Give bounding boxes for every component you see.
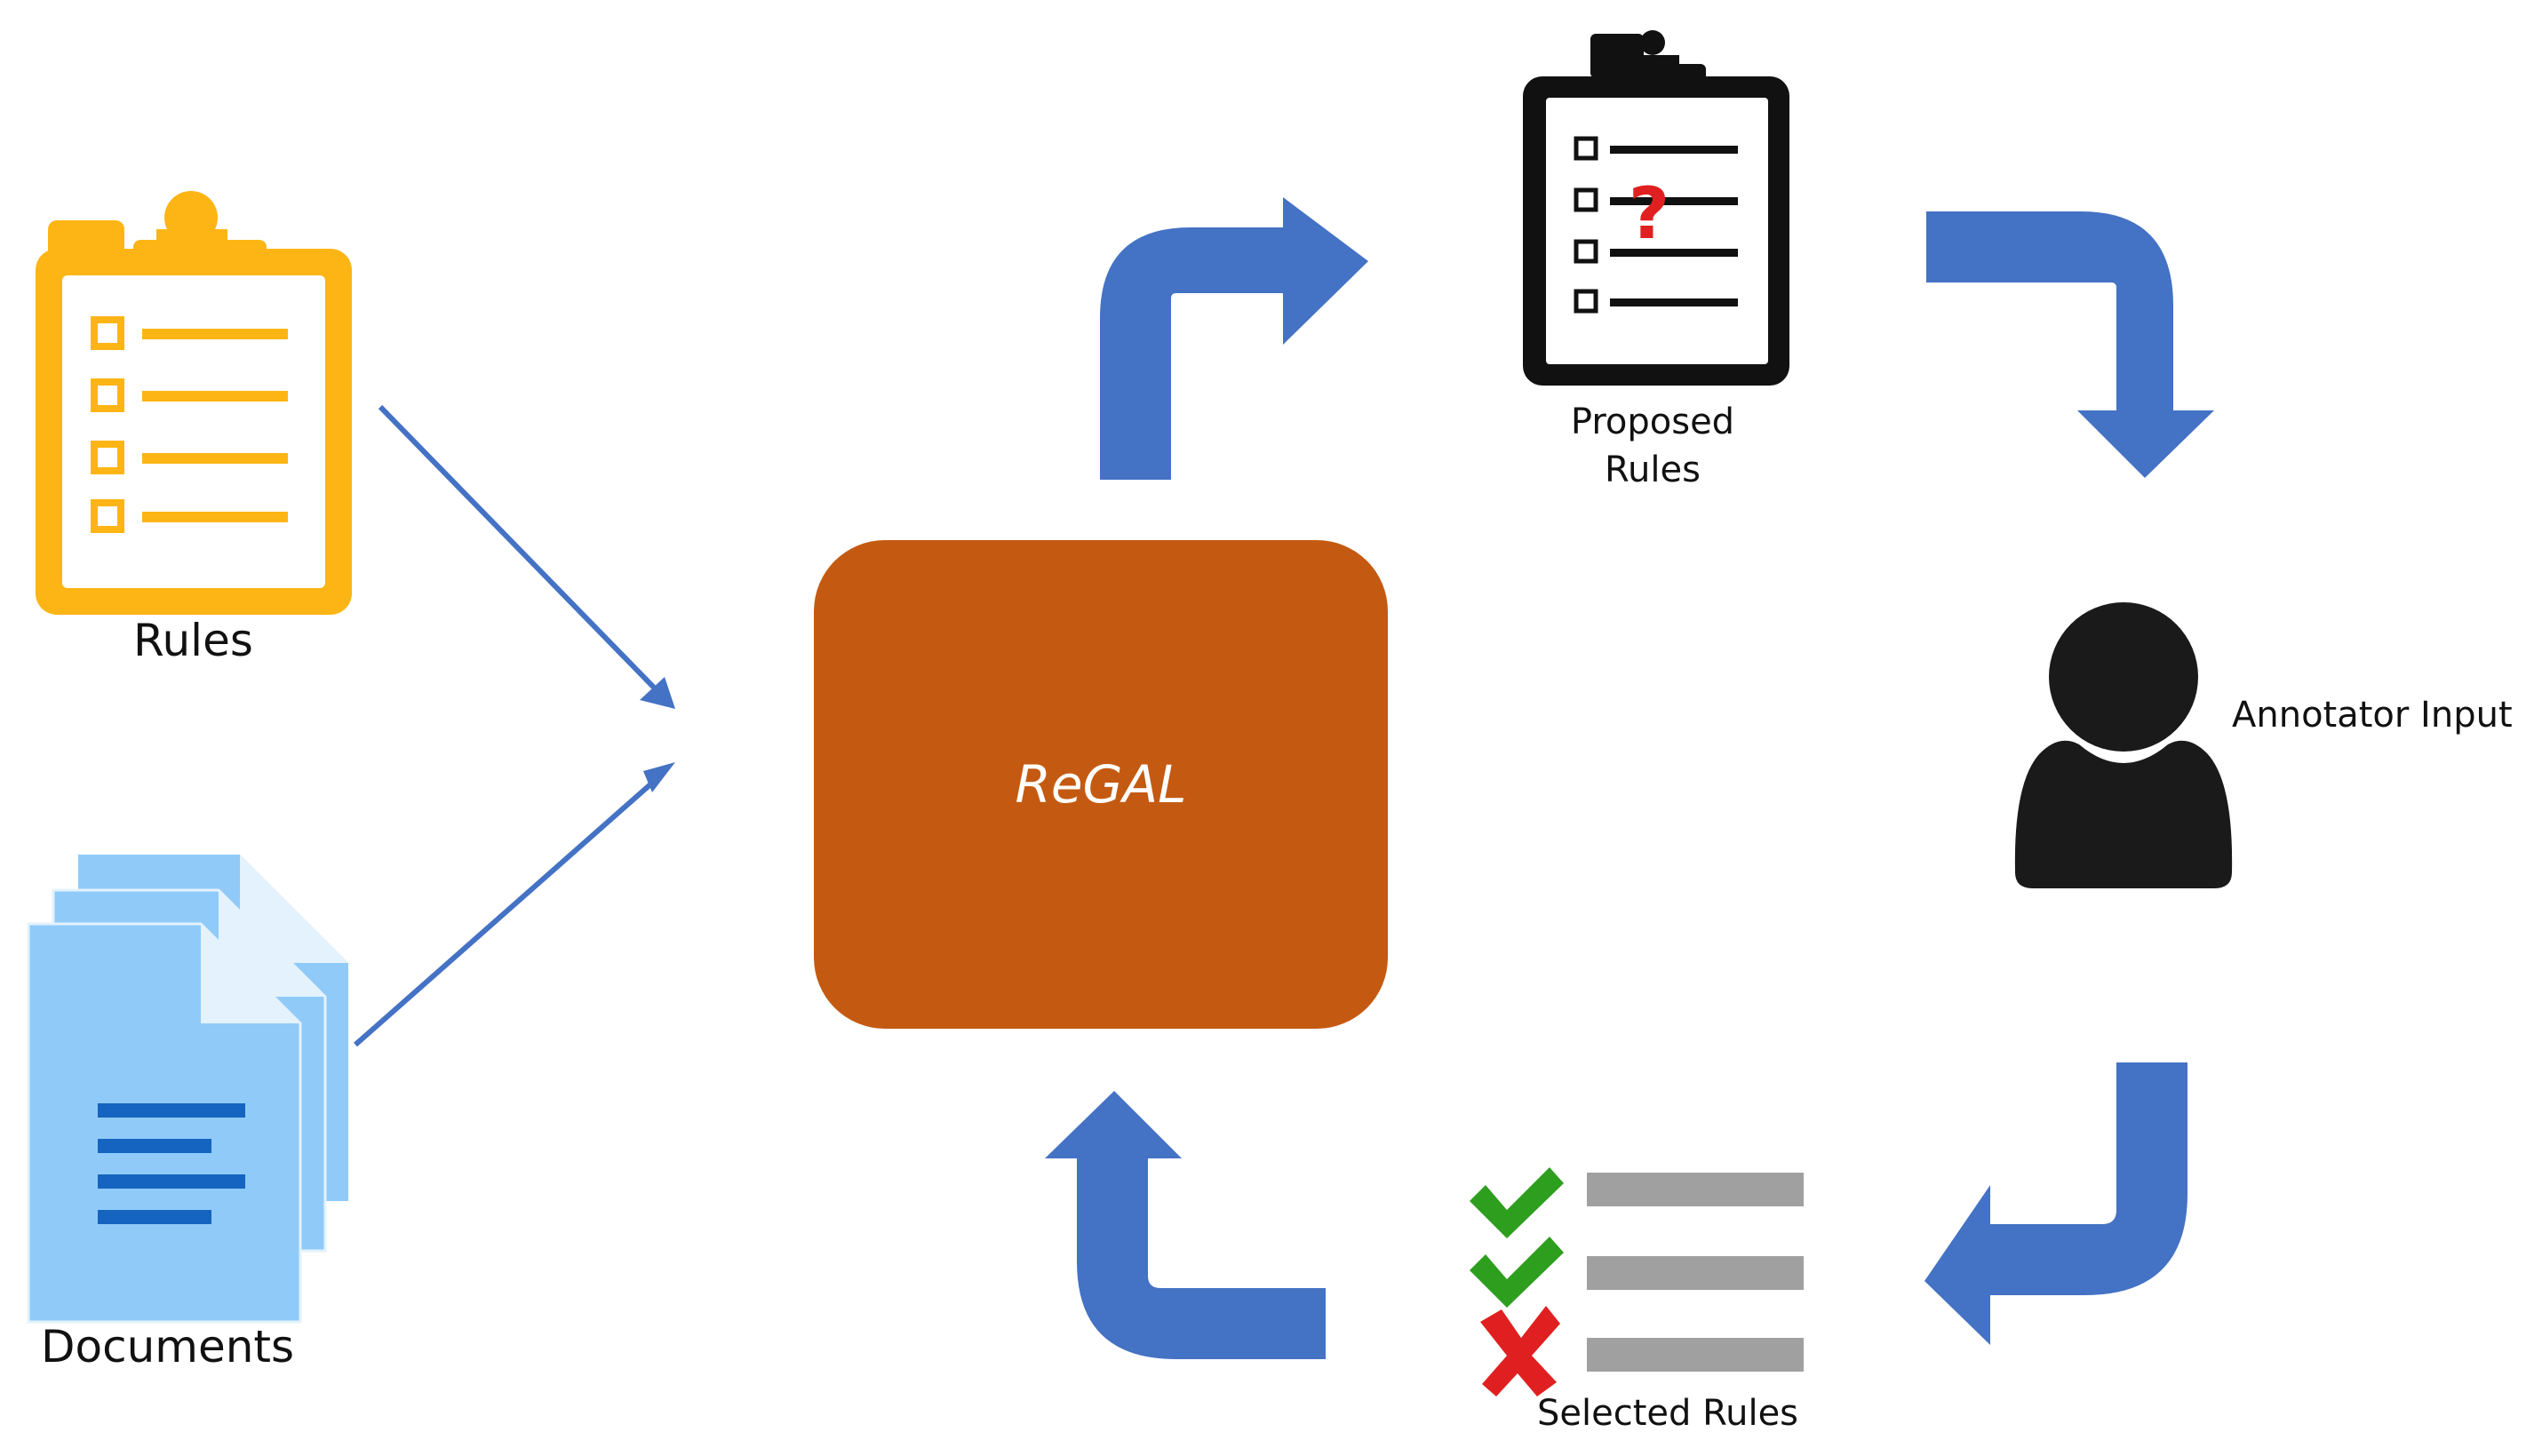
regal-label: ReGAL (1015, 754, 1187, 815)
checklist-icon (1470, 1167, 1804, 1396)
selected-rules-label: Selected Rules (1537, 1393, 1799, 1434)
proposed-rules-label: Proposed Rules (1564, 398, 1741, 494)
check-icon (1470, 1167, 1564, 1238)
documents-label: Documents (41, 1321, 295, 1372)
documents-icon (27, 855, 348, 1324)
rules-label: Rules (133, 615, 253, 666)
question-mark: ? (1629, 172, 1669, 255)
selected-bar (1587, 1338, 1804, 1372)
proposed-clipboard-icon: ? (1523, 30, 1789, 386)
clipboard-icon (36, 191, 352, 615)
person-icon (2014, 602, 2233, 888)
check-icon (1470, 1237, 1564, 1308)
selected-bar (1587, 1256, 1804, 1290)
arrow-to-selected (1924, 1062, 2187, 1345)
regal-box (814, 540, 1388, 1029)
arrow-to-proposed (1100, 197, 1368, 480)
cross-icon (1480, 1306, 1560, 1396)
arrow-to-regal (1045, 1091, 1326, 1359)
input-arrowheads (640, 677, 675, 792)
arrow-to-annotator (1926, 211, 2214, 478)
proposed-rules-line2: Rules (1605, 450, 1701, 490)
annotator-input-label: Annotator Input (2232, 695, 2513, 736)
selected-bar (1587, 1173, 1804, 1206)
input-arrows (354, 404, 660, 1047)
proposed-rules-line1: Proposed (1570, 402, 1735, 442)
